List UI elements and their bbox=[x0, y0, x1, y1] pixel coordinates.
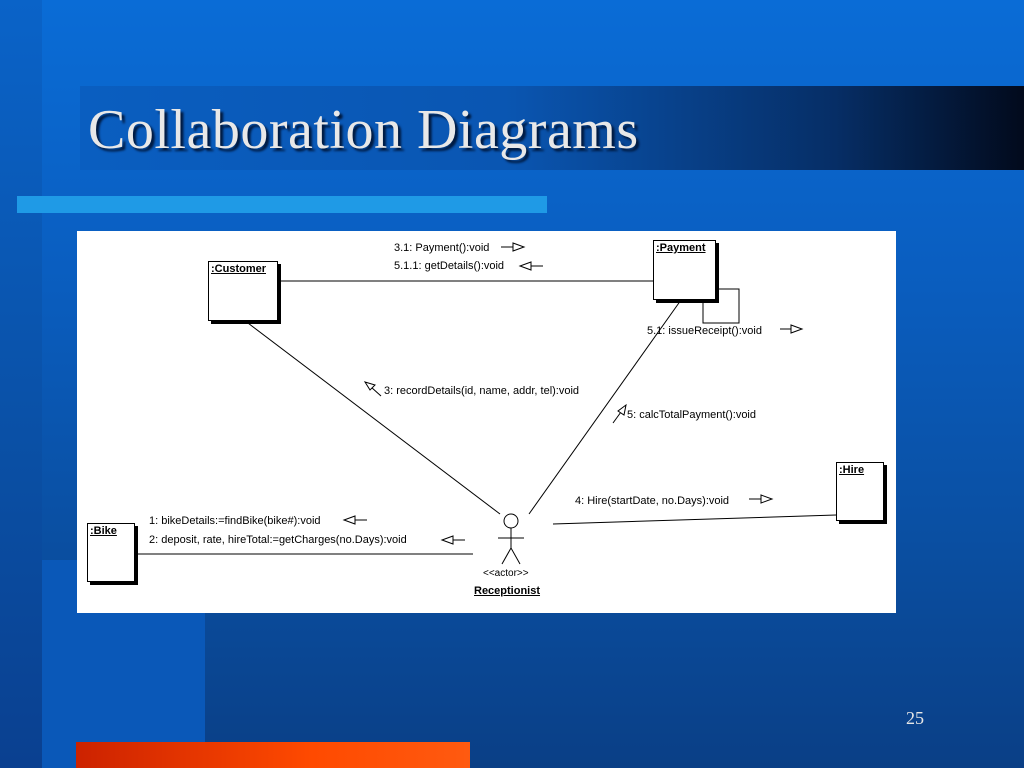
message-2: 2: deposit, rate, hireTotal:=getCharges(… bbox=[149, 534, 407, 546]
object-hire: :Hire bbox=[836, 462, 884, 521]
title-band bbox=[80, 86, 1024, 170]
message-3: 3: recordDetails(id, name, addr, tel):vo… bbox=[384, 385, 580, 397]
arrow-4 bbox=[749, 494, 774, 504]
link-payment-receptionist bbox=[528, 299, 682, 515]
arrow-5-1-1 bbox=[518, 261, 543, 271]
link-payment-self bbox=[702, 288, 740, 324]
arrow-5 bbox=[612, 403, 627, 424]
accent-bar bbox=[17, 196, 547, 213]
object-customer-label: :Customer bbox=[211, 263, 267, 275]
message-4: 4: Hire(startDate, no.Days):void bbox=[575, 495, 730, 507]
arrow-5-1 bbox=[780, 324, 804, 334]
object-bike-label: :Bike bbox=[90, 525, 117, 537]
message-5-1: 5.1: issueReceipt():void bbox=[647, 325, 762, 337]
message-5: 5: calcTotalPayment():void bbox=[627, 409, 756, 421]
slide-number: 25 bbox=[906, 708, 924, 728]
slide-title: Collaboration Diagrams bbox=[88, 99, 639, 161]
bottom-accent-bar bbox=[76, 742, 470, 768]
actor-icon bbox=[498, 513, 524, 565]
object-payment-label: :Payment bbox=[656, 242, 706, 254]
arrow-2 bbox=[440, 535, 465, 545]
link-hire-receptionist bbox=[552, 514, 837, 525]
object-bike: :Bike bbox=[87, 523, 135, 582]
arrow-3 bbox=[363, 381, 382, 397]
link-customer-receptionist bbox=[243, 319, 501, 515]
collaboration-diagram: :Customer :Payment :Hire :Bike 3.1: Paym… bbox=[77, 231, 896, 613]
object-hire-label: :Hire bbox=[839, 464, 865, 476]
message-3-1: 3.1: Payment():void bbox=[394, 242, 490, 254]
object-customer: :Customer bbox=[208, 261, 278, 321]
arrow-1 bbox=[342, 515, 367, 525]
message-1: 1: bikeDetails:=findBike(bike#):void bbox=[149, 515, 321, 527]
message-5-1-1: 5.1.1: getDetails():void bbox=[394, 260, 505, 272]
arrow-3-1 bbox=[501, 242, 526, 252]
left-decor-strip bbox=[0, 0, 42, 768]
diagram-links bbox=[137, 242, 837, 565]
actor-name: Receptionist bbox=[474, 585, 541, 597]
object-payment: :Payment bbox=[653, 240, 716, 300]
actor-stereotype: <<actor>> bbox=[483, 568, 529, 579]
